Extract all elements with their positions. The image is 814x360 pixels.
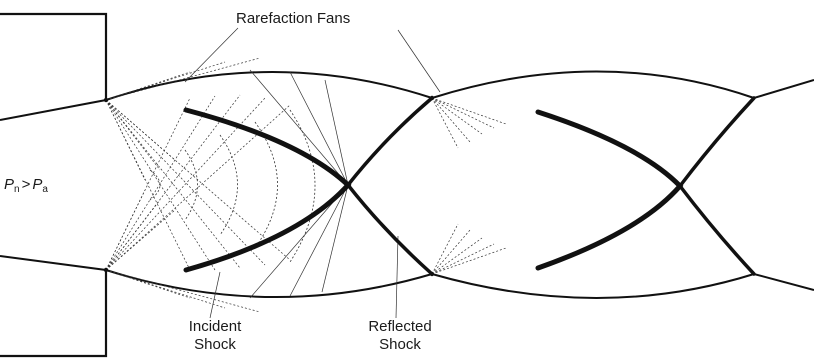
incident-shock-label-line2: Shock bbox=[180, 336, 250, 354]
reflected-shock-label-line2: Shock bbox=[355, 336, 445, 354]
leader-incident-shock bbox=[210, 272, 220, 318]
incident-shock-label: Incident Shock bbox=[180, 318, 250, 354]
ambient-pressure-symbol: P bbox=[32, 176, 42, 193]
reflected-shock-label: Reflected Shock bbox=[355, 318, 445, 354]
nozzle-pressure-symbol: P bbox=[4, 176, 14, 193]
rarefaction-fan-reflection-lower bbox=[432, 224, 506, 274]
incident-shock-first-cell bbox=[186, 110, 348, 270]
ambient-pressure-subscript: a bbox=[42, 184, 48, 195]
jet-boundary-lower bbox=[0, 256, 814, 298]
leader-reflected-shock bbox=[396, 236, 398, 318]
nozzle-lower-wall bbox=[0, 270, 106, 356]
reflected-shock-second-cell bbox=[680, 98, 754, 274]
rarefaction-fans-label: Rarefaction Fans bbox=[236, 10, 350, 28]
reflected-shock-first-cell bbox=[348, 98, 432, 274]
nozzle-upper-wall bbox=[0, 14, 106, 100]
shock-waves bbox=[186, 98, 754, 274]
intersection-points bbox=[104, 96, 434, 276]
label-leaders bbox=[185, 28, 440, 318]
rarefaction-fan-upper bbox=[106, 58, 290, 270]
fan-interaction-arcs bbox=[150, 110, 315, 262]
reflected-shock-label-line1: Reflected bbox=[355, 318, 445, 336]
jet-boundary bbox=[0, 72, 814, 299]
leader-rarefaction-right bbox=[398, 30, 440, 92]
rarefaction-fan-reflection-upper bbox=[432, 98, 506, 148]
fan-rays-to-shock-crossing bbox=[250, 70, 348, 298]
nozzle-pressure-subscript: n bbox=[14, 184, 20, 195]
rarefaction-fan-lower bbox=[106, 95, 290, 312]
incident-shock-second-cell bbox=[538, 112, 680, 268]
pressure-relation: Pn>Pa bbox=[4, 176, 48, 195]
greater-than-operator: > bbox=[22, 176, 31, 193]
incident-shock-label-line1: Incident bbox=[180, 318, 250, 336]
